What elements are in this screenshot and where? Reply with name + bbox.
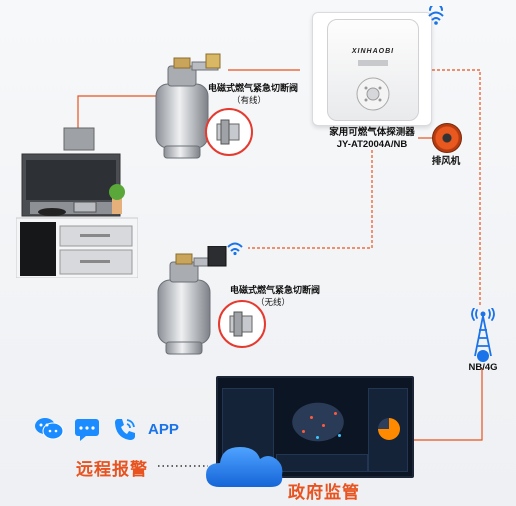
gas-cylinder-wireless — [157, 246, 227, 355]
valve-wireless-closeup — [218, 300, 266, 348]
kitchen-hood-stove — [16, 127, 138, 278]
gas-cylinder-wired — [155, 53, 221, 159]
wifi-icon — [428, 6, 444, 25]
fan-icon — [432, 123, 462, 153]
signal-tower-icon — [471, 308, 495, 362]
monitoring-dashboard — [216, 376, 414, 478]
valve-wired-title: 电磁式燃气紧急切断阀 — [207, 83, 298, 93]
dash-bottom-panel — [276, 454, 368, 472]
remote-alarm-label: 远程报警 — [76, 460, 148, 479]
detector-name: 家用可燃气体探测器 — [329, 127, 415, 138]
fan-label: 排风机 — [431, 156, 461, 167]
message-icon — [75, 419, 99, 441]
valve-wireless-sub: （无线） — [255, 297, 290, 307]
valve-wired-sub: （有线） — [231, 95, 266, 105]
detector-model: JY-AT2004A/NB — [336, 139, 408, 150]
line-detector-tower — [432, 69, 481, 305]
network-label: NB/4G — [468, 362, 498, 373]
chat-bubbles-icon — [35, 418, 64, 440]
dash-map — [278, 392, 358, 452]
phone-icon — [115, 419, 135, 440]
line-tower-dashboard — [410, 368, 483, 441]
app-label: APP — [148, 421, 179, 438]
cloud-icon — [206, 447, 283, 487]
valve-wired-closeup — [205, 108, 253, 156]
gov-monitoring-label: 政府监管 — [288, 483, 360, 502]
line-detector-valve-wireless — [248, 150, 373, 249]
dash-pie-chart — [378, 418, 400, 440]
line-hood-valve-wired — [77, 95, 163, 128]
detector-brand: XINHAOBI — [351, 48, 395, 55]
wifi-icon — [227, 242, 243, 256]
valve-wireless-title: 电磁式燃气紧急切断阀 — [229, 285, 320, 295]
detector-device: XINHAOBI — [327, 19, 419, 121]
gas-detector: XINHAOBI — [312, 12, 432, 126]
